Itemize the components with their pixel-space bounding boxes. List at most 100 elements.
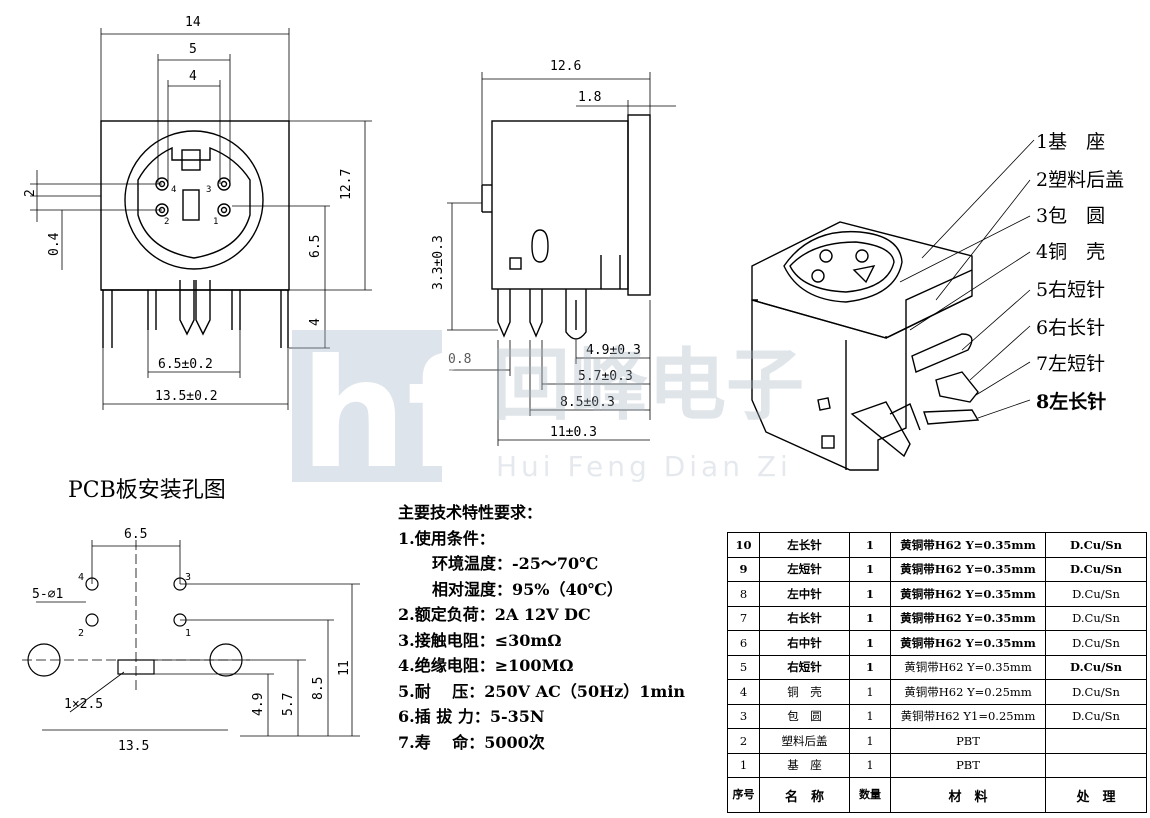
bom-name: 左中针 <box>759 581 850 607</box>
dim-6-5-vert: 6.5 <box>308 235 323 258</box>
spec-line-3: 相对湿度：95%（40℃） <box>432 579 623 599</box>
bom-qty: 1 <box>849 532 891 558</box>
bom-finish: D.Cu/Sn <box>1045 556 1147 582</box>
dim-6-5-pins: 6.5±0.2 <box>158 357 213 372</box>
spec-line-9: 7.寿 命：5000次 <box>398 732 545 752</box>
bom-header-no: 序号 <box>727 777 760 813</box>
dim-0-4: 0.4 <box>47 232 62 256</box>
dim-5: 5 <box>189 42 197 57</box>
callout-2-plastic-cover: 2塑料后盖 <box>1036 169 1124 191</box>
bom-no: 1 <box>727 752 760 778</box>
bom-row-9: 9 左短针 1 黄铜带H62 Y=0.35mm D.Cu/Sn <box>727 556 1147 582</box>
bom-no: 6 <box>727 630 760 656</box>
bom-material: 黄铜带H62 Y=0.35mm <box>890 556 1046 582</box>
front-view-dimensions <box>30 28 372 410</box>
bom-row-8: 8 左中针 1 黄铜带H62 Y=0.35mm D.Cu/Sn <box>727 581 1147 607</box>
bom-material: PBT <box>890 728 1046 754</box>
side-view <box>481 114 651 340</box>
bom-name: 右长针 <box>759 605 850 631</box>
pcb-dim-4-9: 4.9 <box>251 693 266 716</box>
dim-8-5: 8.5±0.3 <box>560 395 615 410</box>
watermark-logo: hf <box>300 328 474 502</box>
bom-qty: 1 <box>849 581 891 607</box>
callout-7-left-short-pin: 7左短针 <box>1036 353 1105 375</box>
bom-no: 3 <box>727 703 760 729</box>
bom-name: 铜 壳 <box>759 679 850 705</box>
pcb-dim-13-5: 13.5 <box>118 739 149 754</box>
spec-line-7: 5.耐 压：250V AC（50Hz）1min <box>398 681 686 701</box>
pcb-dim-5-7: 5.7 <box>281 693 296 716</box>
bom-row-5: 5 右短针 1 黄铜带H62 Y=0.35mm D.Cu/Sn <box>727 654 1147 680</box>
dim-0-8: 0.8 <box>448 352 471 367</box>
hole-number-3: 3 <box>185 572 191 583</box>
dim-4: 4 <box>189 69 197 84</box>
watermark-text: 回峰电子 <box>492 341 804 431</box>
front-view <box>100 120 290 348</box>
pcb-dimensions <box>36 540 360 737</box>
pcb-dim-hole-dia: 5-⌀1 <box>32 587 63 602</box>
bom-name: 基 座 <box>759 752 850 778</box>
bom-material: PBT <box>890 752 1046 778</box>
bom-row-4: 4 铜 壳 1 黄铜带H62 Y=0.25mm D.Cu/Sn <box>727 679 1147 705</box>
callout-4-copper-shell: 4铜 壳 <box>1036 241 1105 263</box>
bom-name: 右短针 <box>759 654 850 680</box>
dim-3-3: 3.3±0.3 <box>431 235 446 290</box>
bom-material: 黄铜带H62 Y=0.35mm <box>890 532 1046 558</box>
dim-4-9: 4.9±0.3 <box>586 343 641 358</box>
bom-finish: D.Cu/Sn <box>1045 605 1147 631</box>
bom-material: 黄铜带H62 Y1=0.25mm <box>890 703 1046 729</box>
dim-2: 2 <box>23 189 38 197</box>
spec-heading: 主要技术特性要求： <box>398 503 543 522</box>
bom-qty: 1 <box>849 556 891 582</box>
bom-row-2: 2 塑料后盖 1 PBT <box>727 728 1147 754</box>
dim-12-6: 12.6 <box>550 59 581 74</box>
bom-finish <box>1045 752 1147 778</box>
bom-no: 2 <box>727 728 760 754</box>
spec-line-6: 4.绝缘电阻：≥100MΩ <box>398 656 574 675</box>
hole-number-4: 4 <box>78 572 84 583</box>
bom-name: 右中针 <box>759 630 850 656</box>
bom-header-name: 名 称 <box>759 777 850 813</box>
spec-line-1: 1.使用条件： <box>398 528 495 548</box>
bom-row-7: 7 右长针 1 黄铜带H62 Y=0.35mm D.Cu/Sn <box>727 605 1147 631</box>
iso-view-leaders <box>899 139 1035 419</box>
bom-header-finish: 处 理 <box>1045 777 1147 813</box>
spec-line-2: 环境温度：-25～70℃ <box>432 554 599 573</box>
bom-qty: 1 <box>849 630 891 656</box>
pcb-title: PCB板安装孔图 <box>68 478 226 503</box>
bom-no: 8 <box>727 581 760 607</box>
callout-5-right-short-pin: 5右短针 <box>1036 279 1105 301</box>
bom-name: 包 圆 <box>759 703 850 729</box>
watermark-pinyin: Hui Feng Dian Zi <box>496 450 792 483</box>
hole-number-1: 1 <box>185 628 191 639</box>
bom-table: 10 左长针 1 黄铜带H62 Y=0.35mm D.Cu/Sn 9 左短针 1… <box>727 532 1147 813</box>
dim-1-8: 1.8 <box>578 90 601 105</box>
callout-1-base: 1基 座 <box>1036 131 1105 153</box>
bom-header-material: 材 料 <box>890 777 1046 813</box>
dim-14: 14 <box>185 15 201 30</box>
spec-line-8: 6.插 拔 力：5-35N <box>398 707 545 726</box>
bom-no: 5 <box>727 654 760 680</box>
pcb-dim-6-5: 6.5 <box>124 527 147 542</box>
bom-finish: D.Cu/Sn <box>1045 581 1147 607</box>
pin-number-3: 3 <box>206 185 211 195</box>
bom-material: 黄铜带H62 Y=0.35mm <box>890 605 1046 631</box>
dim-5-7: 5.7±0.3 <box>578 369 633 384</box>
bom-finish <box>1045 728 1147 754</box>
bom-material: 黄铜带H62 Y=0.35mm <box>890 630 1046 656</box>
bom-name: 左短针 <box>759 556 850 582</box>
side-view-dimensions <box>447 72 676 446</box>
bom-qty: 1 <box>849 703 891 729</box>
hole-number-2: 2 <box>78 628 84 639</box>
dim-11: 11±0.3 <box>550 425 597 440</box>
pin-number-2: 2 <box>164 217 169 227</box>
dim-4-vert: 4 <box>308 318 323 326</box>
bom-finish: D.Cu/Sn <box>1045 679 1147 705</box>
bom-material: 黄铜带H62 Y=0.35mm <box>890 581 1046 607</box>
spec-line-4: 2.额定负荷：2A 12V DC <box>398 605 591 624</box>
bom-row-1: 1 基 座 1 PBT <box>727 752 1147 778</box>
iso-view-callouts: 1基 座 2塑料后盖 3包 圆 4铜 壳 5右短针 6右长针 7左短针 8左长针 <box>1036 131 1124 413</box>
pcb-dim-11: 11 <box>337 660 352 676</box>
iso-view <box>751 221 980 471</box>
dim-12-7: 12.7 <box>339 169 354 200</box>
